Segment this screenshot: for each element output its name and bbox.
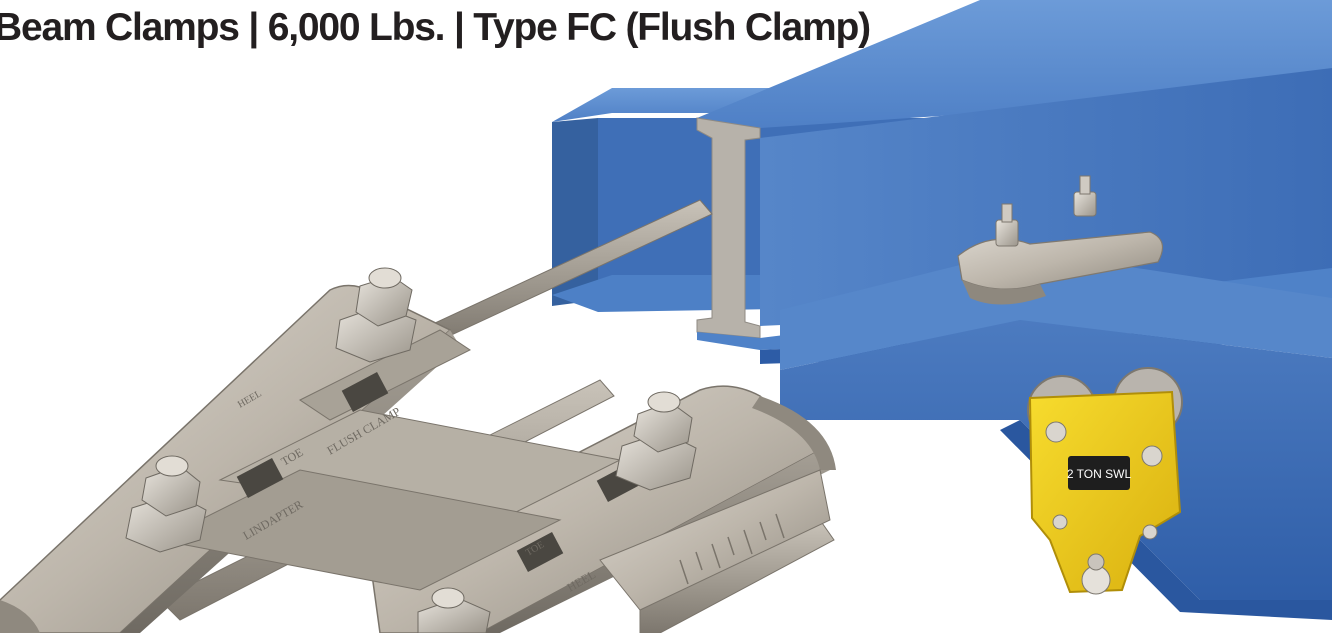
bolt-left (125, 455, 207, 553)
swl-label-text: 2 TON SWL (1067, 467, 1132, 481)
bolt-top (335, 267, 417, 363)
scale-marks (679, 513, 785, 585)
bolt-right (615, 391, 697, 491)
hex-bolts (125, 267, 697, 634)
mounted-beam-clamp (957, 175, 1164, 305)
cross-i-beam (780, 250, 1332, 620)
swl-label-plate: 2 TON SWL (1067, 456, 1132, 490)
page-title: Beam Clamps | 6,000 Lbs. | Type FC (Flus… (0, 6, 871, 49)
bolt-bottom (417, 587, 491, 634)
flush-clamp-assembly: FLUSH CLAMP TOE LINDAPTER HEEL HEEL TOE (0, 199, 836, 634)
steel-i-beam-assembly (552, 0, 1332, 620)
beam-trolley: 2 TON SWL (1027, 367, 1183, 595)
